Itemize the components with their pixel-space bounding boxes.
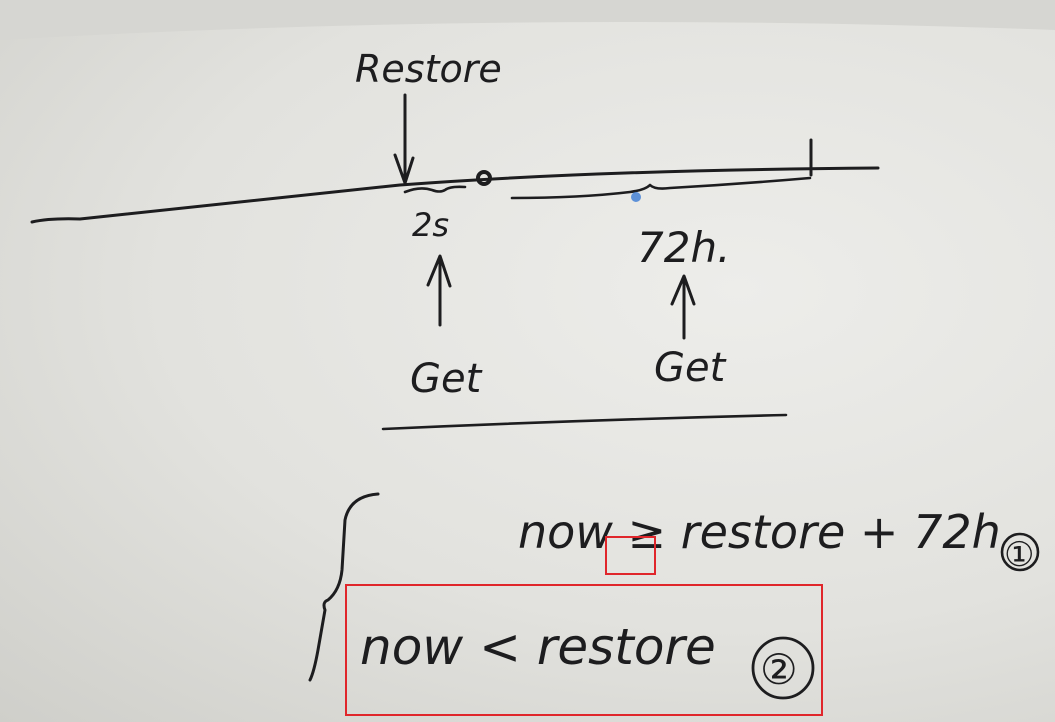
condition-1-marker: ①: [1004, 535, 1034, 575]
condition-2-circle: [751, 636, 815, 700]
condition-2-marker: ②: [760, 645, 798, 694]
timeline-dot: [476, 170, 492, 186]
equals-underline-highlight: [605, 536, 656, 575]
condition-2-text: now < restore: [360, 618, 716, 676]
get-right-arrow-head: [670, 274, 696, 306]
restore-label: Restore: [355, 47, 502, 91]
get-right-label: Get: [654, 345, 727, 391]
paper-shadow: [0, 0, 1055, 40]
condition-2-highlight: [345, 584, 823, 716]
condition-1-circle: [1000, 532, 1040, 572]
large-brace: [510, 176, 812, 200]
restore-arrow-head: [393, 153, 415, 185]
get-left-label: Get: [410, 356, 483, 402]
large-interval-label: 72h.: [637, 223, 730, 272]
blue-marker-dot: [631, 192, 641, 202]
get-left-arrow-head: [426, 254, 452, 288]
small-interval-label: 2s: [412, 206, 449, 244]
condition-1-text: now ≥ restore + 72h: [518, 505, 1001, 559]
timeline: [30, 166, 880, 224]
small-brace: [403, 185, 467, 194]
curly-bracket: [308, 492, 380, 682]
separator-line: [381, 413, 788, 431]
